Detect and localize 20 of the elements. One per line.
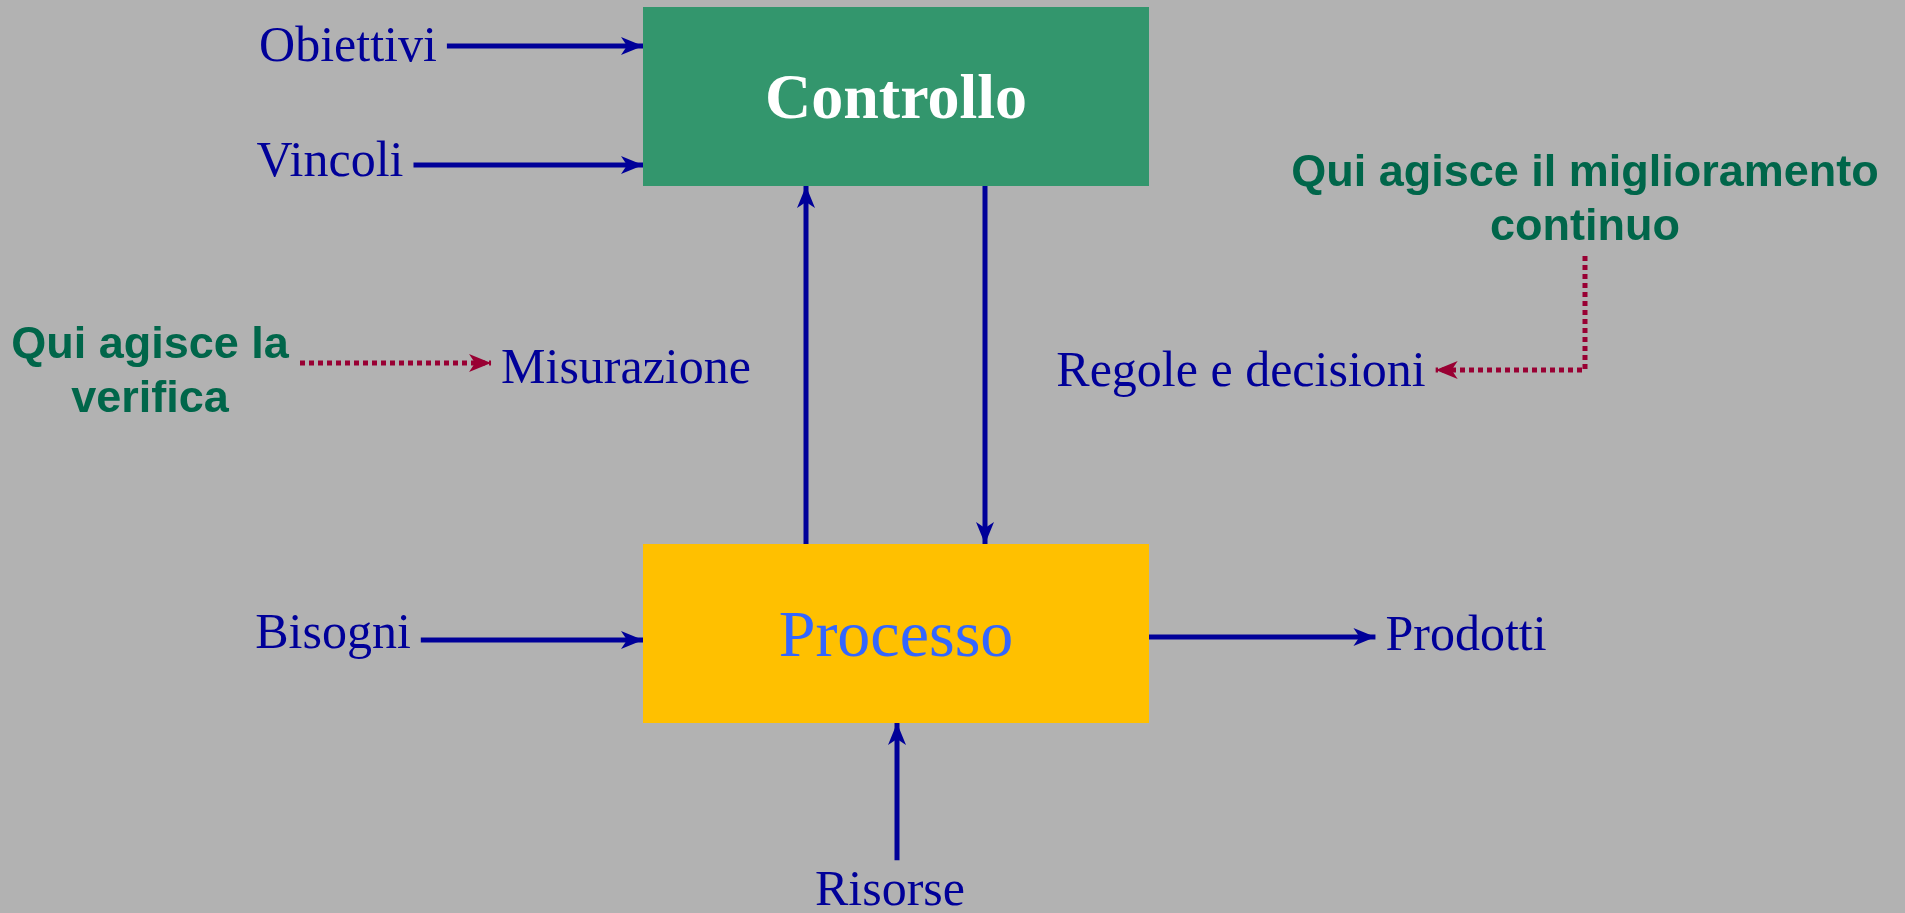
output-label: Prodotti <box>1375 605 1557 663</box>
annotation-text: Qui agisce il miglioramento continuo <box>1265 140 1905 256</box>
arrow <box>413 156 643 174</box>
arrow <box>1149 628 1376 646</box>
dotted-arrow <box>1435 256 1588 379</box>
arrow <box>420 631 643 649</box>
dotted-arrow <box>300 354 492 372</box>
arrow <box>446 37 643 55</box>
control-box: Controllo <box>643 7 1149 186</box>
arrow <box>976 186 994 544</box>
input-label: Risorse <box>805 860 975 913</box>
arrow <box>797 186 815 544</box>
input-label: Vincoli <box>246 131 414 189</box>
flow-label: Misurazione <box>491 338 761 396</box>
process-box: Processo <box>643 544 1149 723</box>
flow-label: Regole e decisioni <box>1046 341 1436 399</box>
annotation-text: Qui agisce la verifica <box>0 312 300 428</box>
arrow <box>888 723 906 861</box>
input-label: Bisogni <box>245 603 421 661</box>
input-label: Obiettivi <box>249 16 447 74</box>
